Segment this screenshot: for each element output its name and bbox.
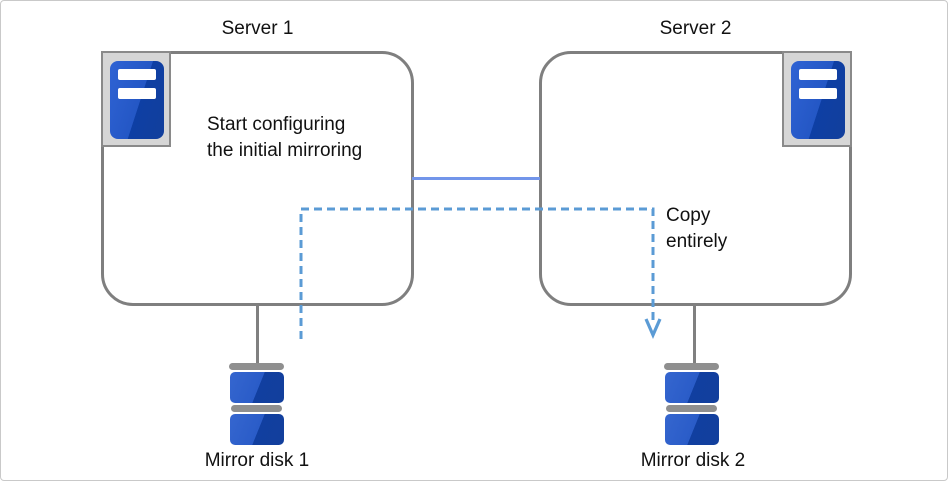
arrow-down-icon bbox=[644, 318, 662, 339]
disk-cap bbox=[229, 363, 284, 370]
disk-cap bbox=[666, 405, 717, 412]
disk2-label: Mirror disk 2 bbox=[640, 450, 746, 471]
server1-box: Start configuring the initial mirroring bbox=[101, 51, 414, 306]
server-chassis bbox=[110, 61, 164, 139]
server1-title: Server 1 bbox=[221, 18, 294, 39]
server-slot bbox=[799, 69, 837, 80]
server-slot bbox=[118, 88, 156, 99]
disk-cap bbox=[231, 405, 282, 412]
mirror-disk-icon bbox=[229, 363, 284, 445]
copy-entirely-label: Copy entirely bbox=[666, 205, 728, 252]
server2-box bbox=[539, 51, 852, 306]
disk-platter bbox=[229, 414, 284, 445]
server-icon bbox=[782, 51, 852, 147]
server1-note: Start configuring the initial mirroring bbox=[207, 114, 363, 161]
disk-platter bbox=[229, 372, 284, 403]
server2-title: Server 2 bbox=[659, 18, 732, 39]
disk-platter bbox=[664, 372, 719, 403]
server-icon bbox=[101, 51, 171, 147]
server-chassis bbox=[791, 61, 845, 139]
mirror-disk-icon bbox=[664, 363, 719, 445]
server-slot bbox=[799, 88, 837, 99]
disk1-label: Mirror disk 1 bbox=[204, 450, 310, 471]
server-slot bbox=[118, 69, 156, 80]
disk-platter bbox=[664, 414, 719, 445]
disk-cap bbox=[664, 363, 719, 370]
